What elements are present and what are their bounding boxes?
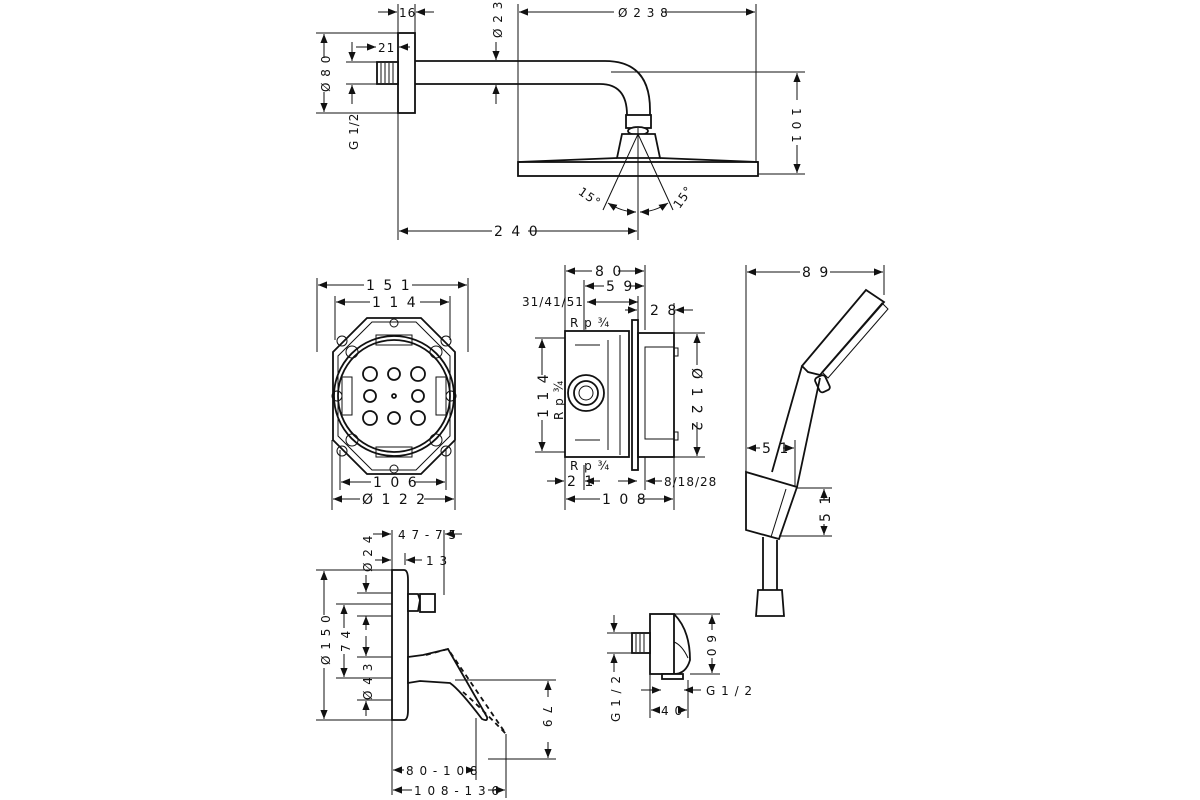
hand-shower-head [800,288,886,377]
dim-variants: 31/41/51 [522,295,584,309]
dim-holder-depth: 5 1 [762,441,790,457]
dim-inner-width: 1 1 4 [372,295,418,311]
outlet-curve [673,613,691,675]
dim-diameter-122: Ø 1 2 2 [688,368,704,433]
hand-shower-handle [771,365,821,488]
spray-angle-right [637,133,674,211]
dim-reach-2: 1 0 8 - 1 3 6 [414,784,500,798]
mixer-view: 4 7 - 7 5 1 3 Ø 2 4 Ø 1 5 0 7 4 Ø 4 3 7 … [316,528,556,798]
hand-shower-view: 8 9 5 1 5 1 [745,265,889,617]
thread-hatching [380,63,394,83]
dim-depth-59: 5 9 [606,279,634,295]
dim-reach-1: 8 0 - 1 0 8 [406,764,479,778]
mounting-box-front-view: 1 5 1 1 1 4 1 0 6 Ø 1 2 2 [316,278,469,510]
rp-top-label: R p ¾ [570,316,610,330]
wall-outlet-view: G 1 / 2 6 0 G 1 / 2 4 0 [607,613,753,722]
mixer-lever [407,647,489,722]
dim-diameter-43: Ø 4 3 [361,663,375,700]
dim-thread-depth: 21 [378,41,395,55]
angle-arc-right [639,202,669,216]
arm-nut [625,114,652,129]
dim-head-height: 1 0 1 [789,108,803,144]
dim-total-108: 1 0 8 [602,492,648,508]
dim-flange-diameter: Ø 8 0 [319,55,333,92]
shower-hose [762,537,778,590]
box-plate [631,319,639,471]
dim-diameter-150: Ø 1 5 0 [319,614,333,665]
dim-width-40: 4 0 [661,704,683,718]
bottom-bracket [375,446,413,458]
dim-projection: 2 4 0 [494,224,540,240]
dim-variants-bottom: 8/18/28 [664,475,717,489]
outlet-body [649,613,675,675]
angle-left-label: 15° [576,185,604,210]
angle-right-label: 15° [670,183,695,211]
dim-depth-range: 4 7 - 7 5 [398,528,457,542]
shower-head-top [517,157,759,163]
outlet-thread-out [661,673,684,680]
thread-stub [376,61,399,85]
mounting-lugs [331,318,457,474]
dim-holder-height: 5 1 [818,494,834,522]
box-body [564,330,630,458]
box-outline [332,317,456,475]
dim-thread: G 1/2 [347,113,361,150]
shower-arm-bottom [415,83,628,118]
lever-alt-position [425,647,507,735]
dim-head-diameter: Ø 2 3 8 [618,6,669,20]
dim-diameter-24: Ø 2 4 [361,535,375,572]
overhead-shower-view: 15° 15° 16 21 Ø 8 0 G 1/2 Ø 2 3 Ø 2 3 8 [316,1,805,240]
diverter-nut [407,593,421,612]
mixer-plate [391,569,409,721]
rp-bottom-label: R p ¾ [570,459,610,473]
dim-arm-diameter: Ø 2 3 [491,1,505,38]
dim-thread-out: G 1 / 2 [706,684,753,698]
mounting-box-side-view: 8 0 5 9 31/41/51 2 8 R p ¾ R p ¾ R p ¾ 1… [522,264,717,510]
rp-mid-label: R p ¾ [552,380,566,420]
wall-flange [397,32,416,114]
box-cover [637,332,675,458]
top-bracket [375,334,413,346]
dim-depth-80: 8 0 [595,264,623,280]
dim-height-114: 1 1 4 [536,372,552,418]
box-ring [333,335,455,457]
dim-offset-21: 2 1 [567,474,595,490]
shower-arm-top [415,60,651,115]
inlet-ring [567,374,605,412]
right-bracket [435,376,447,416]
dim-hand-shower-width: 8 9 [802,265,830,281]
dim-offset-13: 1 3 [426,554,448,568]
dim-cover-28: 2 8 [650,303,678,319]
hose-end [755,589,785,617]
spray-angle-left [602,133,639,211]
left-bracket [341,376,353,416]
dim-bottom-width: 1 0 6 [373,475,419,491]
outlet-thread-in [631,632,651,654]
dim-flange-thickness: 16 [399,6,416,20]
dim-thread-in: G 1 / 2 [609,675,623,722]
dim-lever-79: 7 9 [540,706,554,728]
dim-spacing-74: 7 4 [339,630,353,652]
angle-arc-left [607,202,637,216]
dim-outer-width: 1 5 1 [366,278,412,294]
dim-box-diameter: Ø 1 2 2 [362,492,427,508]
shower-holder [745,470,799,541]
box-holes [362,366,426,426]
diverter-knob [419,593,436,613]
dim-height-60: 6 0 [704,635,718,657]
